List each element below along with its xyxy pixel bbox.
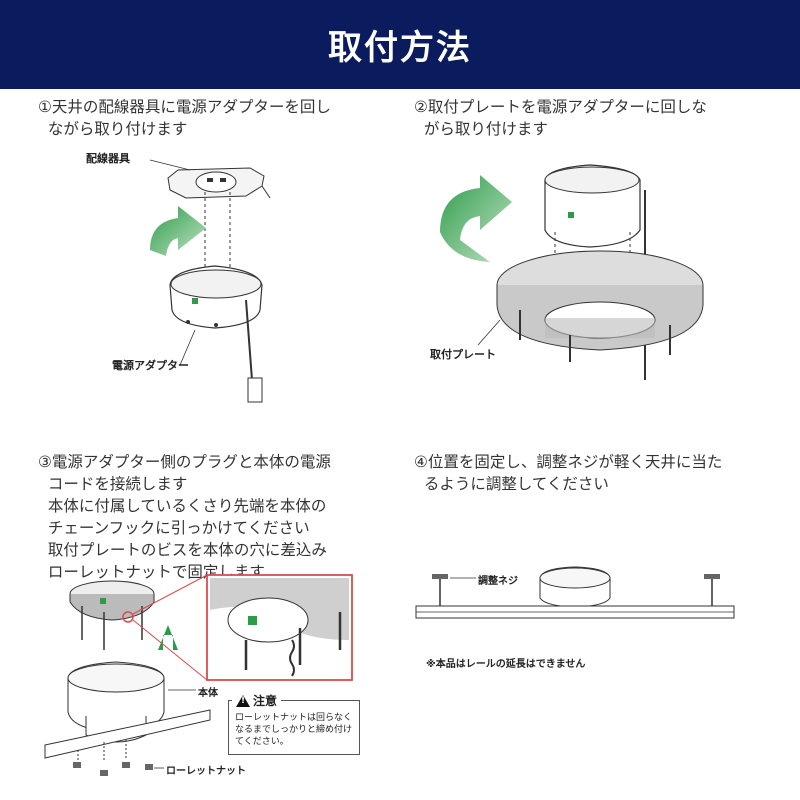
step-3-figure xyxy=(44,574,211,776)
step-4-figure xyxy=(415,566,735,619)
caution-box: ローレットナットは回らなくなるまでしっかりと締め付けてください。 xyxy=(228,700,360,755)
wiring-fixture-drawing xyxy=(167,167,271,199)
title-banner: 取付方法 xyxy=(0,0,800,89)
label-power-adapter: 電源アダプター xyxy=(112,359,189,372)
label-wiring-fixture: 配線器具 xyxy=(86,152,130,165)
caution-header: 注意 xyxy=(232,692,282,709)
rotate-arrow-icon xyxy=(150,206,206,256)
caution-title: 注意 xyxy=(253,694,278,708)
step-4-text: ④位置を固定し、調整ネジが軽く天井に当た るように調整してください xyxy=(414,453,723,493)
caution-text: ローレットナットは回らなくなるまでしっかりと締め付けてください。 xyxy=(235,713,353,747)
step-1-figure xyxy=(149,159,271,403)
step-1-text: ①天井の配線器具に電源アダプターを回し ながら取り付けます xyxy=(38,98,331,138)
label-adjust-screw: 調整ネジ xyxy=(478,576,518,587)
zoom-detail-box xyxy=(206,574,353,681)
warning-icon xyxy=(236,694,250,707)
rotate-arrow-icon-2 xyxy=(440,175,512,262)
step-3-text: ③電源アダプター側のプラグと本体の電源 コードを接続します 本体に付属しているく… xyxy=(38,453,331,581)
label-knurled-nut: ローレットナット xyxy=(166,766,246,777)
footnote: ※本品はレールの延長はできません xyxy=(426,659,586,670)
step-2-text: ②取付プレートを電源アダプターに回しな がら取り付けます xyxy=(414,98,707,138)
label-main-body: 本体 xyxy=(198,688,218,699)
power-adapter-drawing xyxy=(169,265,263,403)
label-mounting-plate: 取付プレート xyxy=(430,348,496,361)
up-arrow-icon xyxy=(158,625,178,650)
mounting-plate-drawing xyxy=(496,250,704,362)
page-title: 取付方法 xyxy=(328,28,472,68)
step-2-figure xyxy=(440,164,704,380)
